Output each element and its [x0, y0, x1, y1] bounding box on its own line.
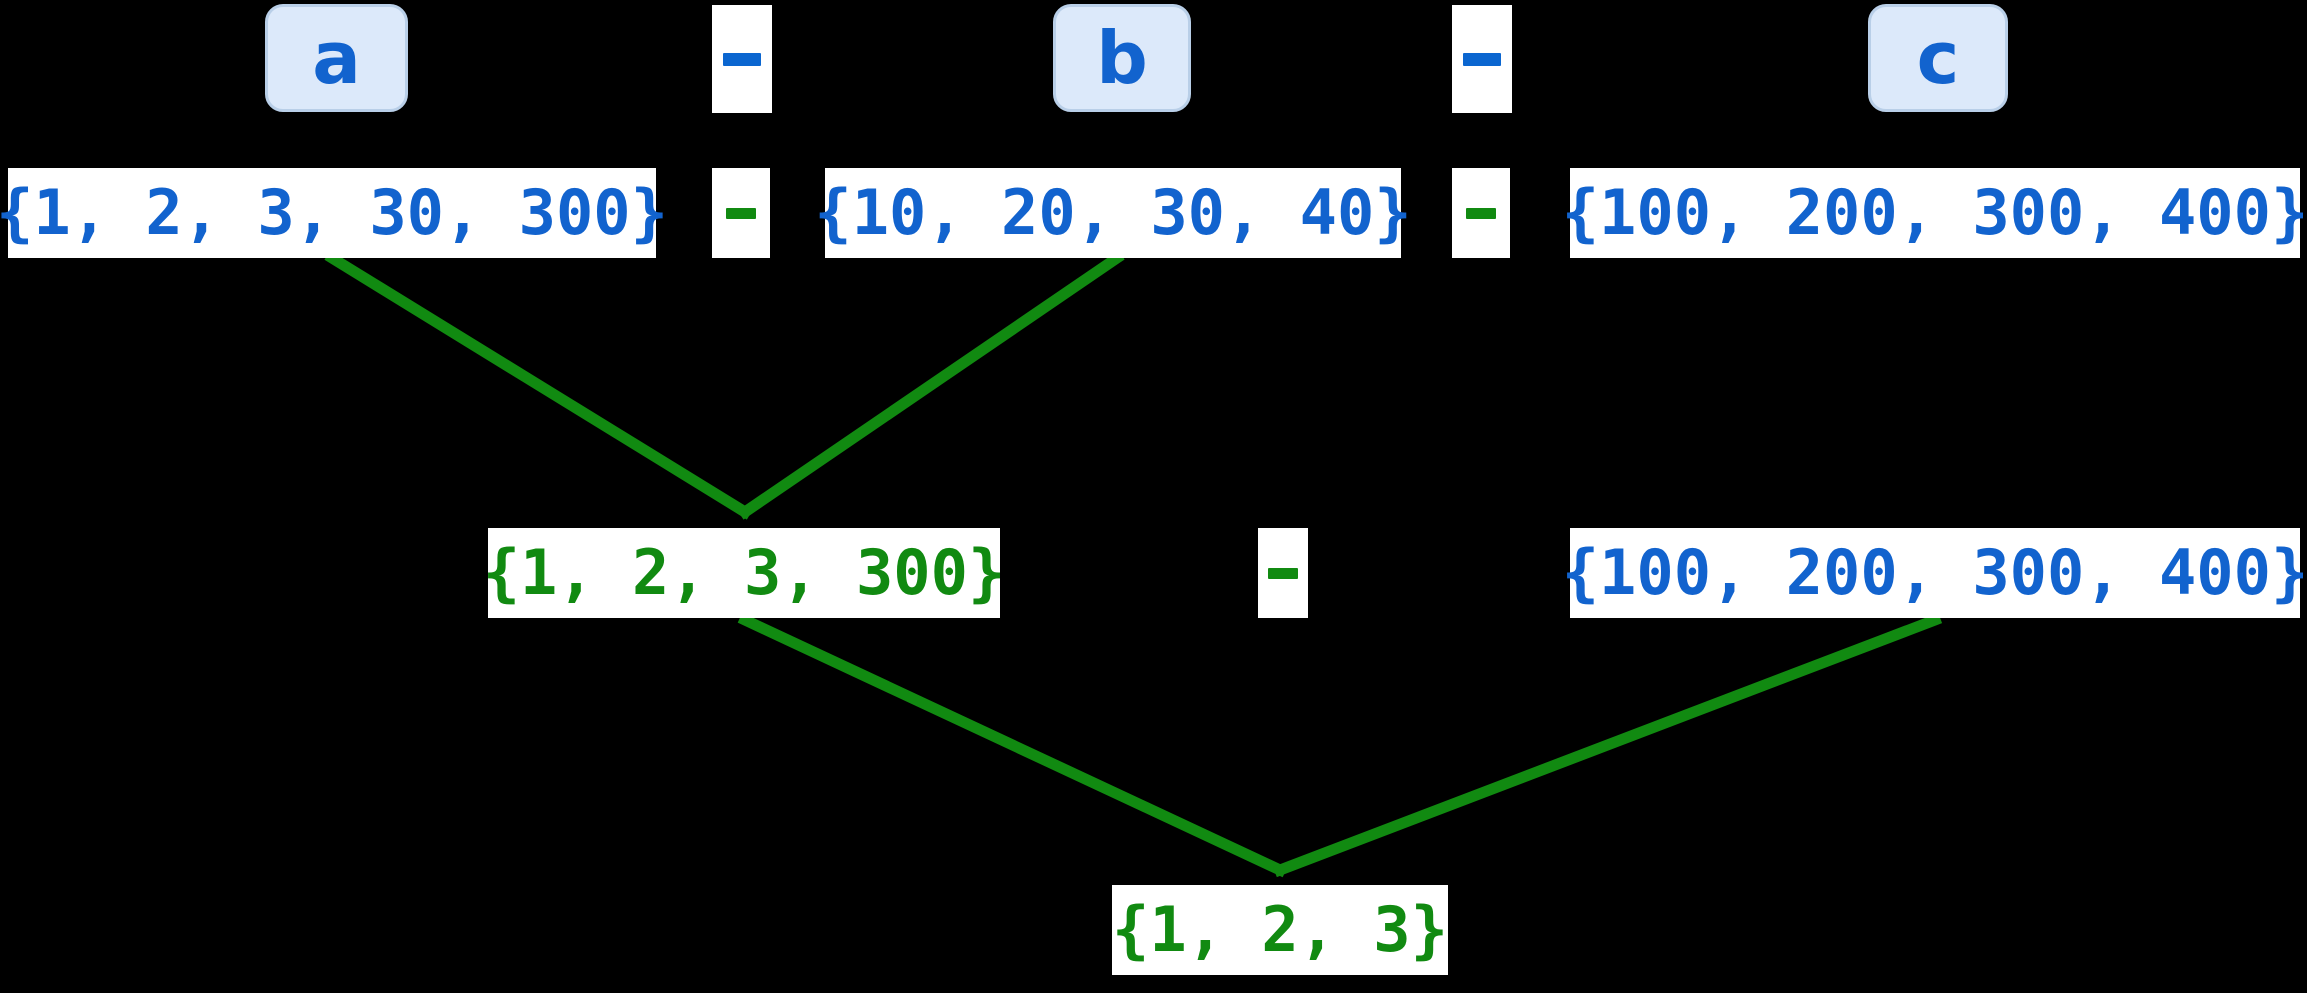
operator-minus-row1-right[interactable]: [1452, 5, 1512, 113]
set-box-b-label: {10, 20, 30, 40}: [814, 176, 1412, 249]
set-box-a-label: {1, 2, 3, 30, 300}: [0, 176, 668, 249]
variable-chip-b-label: b: [1096, 16, 1148, 100]
operator-minus-row1-left[interactable]: [712, 5, 772, 113]
variable-chip-a[interactable]: a: [265, 4, 408, 112]
operator-minus-row2-right[interactable]: [1452, 168, 1510, 258]
set-box-c-value[interactable]: {100, 200, 300, 400}: [1562, 168, 2307, 258]
set-box-c-repeat-label: {100, 200, 300, 400}: [1561, 536, 2307, 609]
wire-a-to-intermediate: [324, 250, 753, 520]
set-box-a-value[interactable]: {1, 2, 3, 30, 300}: [0, 168, 668, 258]
set-box-final-label: {1, 2, 3}: [1112, 893, 1448, 966]
set-box-b-value[interactable]: {10, 20, 30, 40}: [814, 168, 1412, 258]
variable-chip-a-label: a: [312, 16, 361, 100]
set-box-c-label: {100, 200, 300, 400}: [1561, 176, 2307, 249]
set-box-intermediate-label: {1, 2, 3, 300}: [482, 536, 1006, 609]
minus-icon: [726, 207, 756, 219]
variable-chip-c[interactable]: c: [1868, 4, 2008, 112]
variable-chip-c-label: c: [1916, 16, 1960, 100]
minus-icon: [1268, 567, 1298, 579]
minus-icon: [1463, 52, 1501, 66]
wire-c-to-result: [1272, 612, 1943, 878]
wire-intermediate-to-result: [737, 612, 1288, 878]
operator-minus-row2-left[interactable]: [712, 168, 770, 258]
minus-icon: [723, 52, 761, 66]
set-box-c-value-repeat[interactable]: {100, 200, 300, 400}: [1562, 528, 2307, 618]
operator-minus-row3[interactable]: [1258, 528, 1308, 618]
wire-b-to-intermediate: [737, 250, 1125, 520]
set-box-final-result[interactable]: {1, 2, 3}: [1112, 885, 1448, 975]
set-box-intermediate-result[interactable]: {1, 2, 3, 300}: [483, 528, 1005, 618]
variable-chip-b[interactable]: b: [1053, 4, 1191, 112]
minus-icon: [1466, 207, 1496, 219]
